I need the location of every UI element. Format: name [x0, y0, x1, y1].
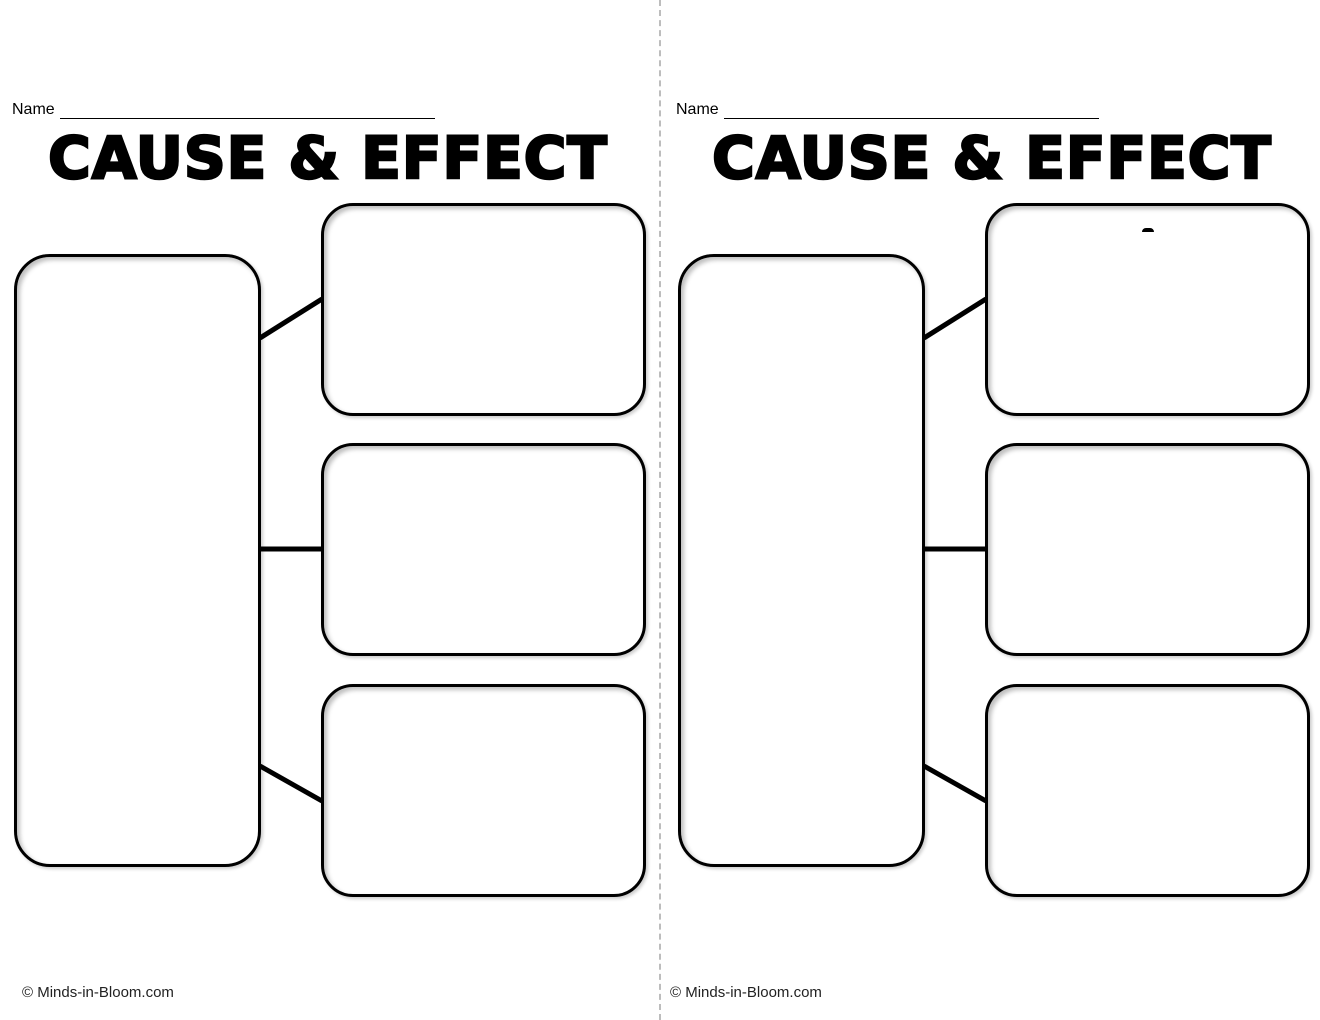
cause-box[interactable]: [14, 254, 261, 867]
worksheet-right: Name CAUSE & EFFECT © Minds-in-Bloom.com: [664, 0, 1320, 1020]
name-field: Name: [676, 100, 1099, 119]
worksheet-left: Name CAUSE & EFFECT © Minds-in-Bloom.com: [12, 100, 646, 1001]
effect-box-3[interactable]: [985, 684, 1310, 897]
cause-box[interactable]: [678, 254, 925, 867]
copyright-footer: © Minds-in-Bloom.com: [670, 984, 822, 1001]
name-input-line[interactable]: [723, 100, 1099, 119]
effect-box-1[interactable]: [985, 203, 1310, 416]
worksheet-title: CAUSE & EFFECT: [711, 123, 1272, 194]
cut-line-divider: [659, 0, 661, 1020]
worksheet-title: CAUSE & EFFECT: [47, 123, 608, 194]
effect-box-1[interactable]: [321, 203, 646, 416]
copyright-footer: © Minds-in-Bloom.com: [22, 984, 174, 1001]
name-label: Name: [12, 101, 55, 118]
name-label: Name: [676, 101, 719, 118]
effect-box-2[interactable]: [321, 443, 646, 656]
name-field: Name: [12, 100, 435, 119]
effect-box-3[interactable]: [321, 684, 646, 897]
effect-box-2[interactable]: [985, 443, 1310, 656]
name-input-line[interactable]: [59, 100, 435, 119]
stray-mark: [1142, 228, 1154, 232]
